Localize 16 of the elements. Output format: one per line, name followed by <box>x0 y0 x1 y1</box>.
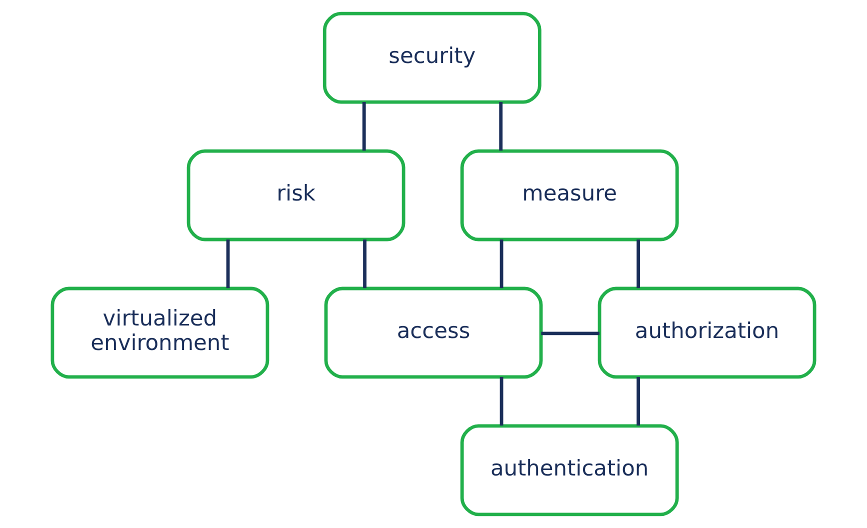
node-box: measure <box>460 149 679 242</box>
connector <box>636 376 640 426</box>
connector <box>541 332 600 336</box>
connector <box>362 102 366 151</box>
connector <box>499 102 503 151</box>
node-box: risk <box>186 149 406 242</box>
connector <box>500 240 504 288</box>
node-box: security <box>322 12 542 104</box>
node-box: authentication <box>460 424 679 516</box>
node-box: virtualized environment <box>50 286 270 379</box>
connector <box>363 240 366 288</box>
connector <box>226 240 230 288</box>
node-box: authorization <box>598 286 816 379</box>
connector <box>500 376 504 426</box>
node-box: access <box>324 286 543 379</box>
connector <box>636 240 640 288</box>
